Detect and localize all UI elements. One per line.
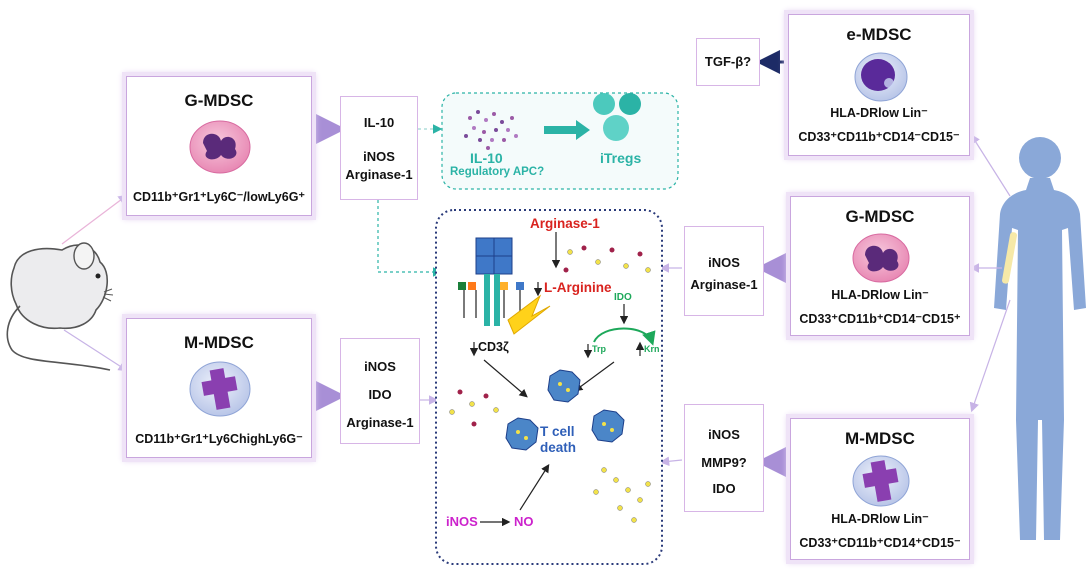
monocyte-cell-icon [852, 455, 910, 507]
mouse-m-mdsc-title: M-MDSC [184, 333, 254, 352]
factor-il10: IL-10 [363, 115, 395, 130]
factor-inos: iNOS [363, 149, 395, 164]
human-g-factor-panel: iNOS Arginase-1 [684, 226, 764, 316]
t-cell-death-label: T cell death [540, 424, 577, 456]
neutrophil-cell-icon [189, 120, 251, 174]
factor-ido: IDO [368, 387, 392, 402]
regulatory-apc-dots-icon [464, 110, 518, 150]
regulatory-apc-label: Regulatory APC? [450, 166, 545, 178]
mouse-g-mdsc-title: G-MDSC [184, 91, 254, 110]
human-g-mdsc-title: G-MDSC [845, 207, 915, 226]
trp-label: Trp [592, 344, 607, 354]
itregs-label: iTregs [600, 150, 642, 166]
human-m-mdsc-markers: CD33⁺CD11b⁺CD14⁺CD15⁻ [799, 536, 961, 550]
monocyte-cell-icon [189, 361, 251, 417]
krn-label: Krn [644, 344, 660, 354]
lightning-icon [507, 294, 551, 335]
mouse-m-mdsc-markers: CD11b⁺Gr1⁺Ly6ChighLy6G⁻ [135, 432, 303, 446]
human-g-mdsc-box: G-MDSC HLA-DRlow Lin⁻ CD33⁺CD11b⁺CD14⁻CD… [790, 196, 970, 336]
inos-label: iNOS [446, 514, 478, 529]
factor-mmp9: MMP9? [701, 455, 747, 470]
cd3z-label: CD3ζ [478, 340, 509, 354]
arginase-label: Arginase-1 [530, 216, 600, 231]
early-mdsc-cell-icon [854, 52, 908, 102]
human-m-mdsc-hla: HLA-DRlow Lin⁻ [831, 512, 929, 526]
neutrophil-cell-icon [852, 233, 910, 283]
teal-arrow-icon [544, 120, 590, 140]
human-silhouette-icon [994, 137, 1086, 540]
factor-arginase: Arginase-1 [346, 415, 414, 430]
ido-label: IDO [614, 292, 632, 303]
human-e-mdsc-box: e-MDSC HLA-DRlow Lin⁻ CD33⁺CD11b⁺CD14⁻CD… [788, 14, 970, 156]
factor-inos: iNOS [708, 255, 740, 270]
human-e-mdsc-markers: CD33⁺CD11b⁺CD14⁻CD15⁻ [798, 130, 960, 144]
mouse-m-factor-panel: iNOS IDO Arginase-1 [340, 338, 420, 444]
human-e-mdsc-title: e-MDSC [846, 25, 912, 44]
mouse-g-mdsc-box: G-MDSC CD11b⁺Gr1⁺Ly6C⁻/lowLy6G⁺ [126, 76, 312, 216]
dying-t-cell-icon [505, 369, 625, 451]
human-g-mdsc-markers: CD33⁺CD11b⁺CD14⁻CD15⁺ [799, 312, 961, 326]
l-arginine-label: L-Arginine [544, 280, 612, 295]
factor-inos: iNOS [364, 359, 396, 374]
factor-arginase: Arginase-1 [690, 277, 758, 292]
factor-inos: iNOS [708, 427, 740, 442]
tgf-beta-panel: TGF-β? [696, 38, 760, 86]
mouse-icon [6, 242, 114, 371]
mouse-g-factor-panel: IL-10 iNOS Arginase-1 [340, 96, 418, 200]
human-m-mdsc-title: M-MDSC [845, 429, 915, 448]
tgf-beta-label: TGF-β? [704, 54, 752, 69]
human-g-mdsc-hla: HLA-DRlow Lin⁻ [831, 288, 929, 302]
itreg-cells-icon [593, 93, 641, 141]
no-label: NO [514, 514, 534, 529]
mouse-m-mdsc-box: M-MDSC CD11b⁺Gr1⁺Ly6ChighLy6G⁻ [126, 318, 312, 458]
human-m-mdsc-box: M-MDSC HLA-DRlow Lin⁻ CD33⁺CD11b⁺CD14⁺CD… [790, 418, 970, 560]
human-e-mdsc-hla: HLA-DRlow Lin⁻ [830, 106, 928, 120]
factor-arginase: Arginase-1 [345, 167, 413, 182]
factor-ido: IDO [712, 481, 736, 496]
mouse-g-mdsc-markers: CD11b⁺Gr1⁺Ly6C⁻/lowLy6G⁺ [132, 190, 306, 204]
il10-label: IL-10 [470, 150, 503, 166]
metabolite-dots-icon [449, 245, 651, 523]
human-m-factor-panel: iNOS MMP9? IDO [684, 404, 764, 512]
